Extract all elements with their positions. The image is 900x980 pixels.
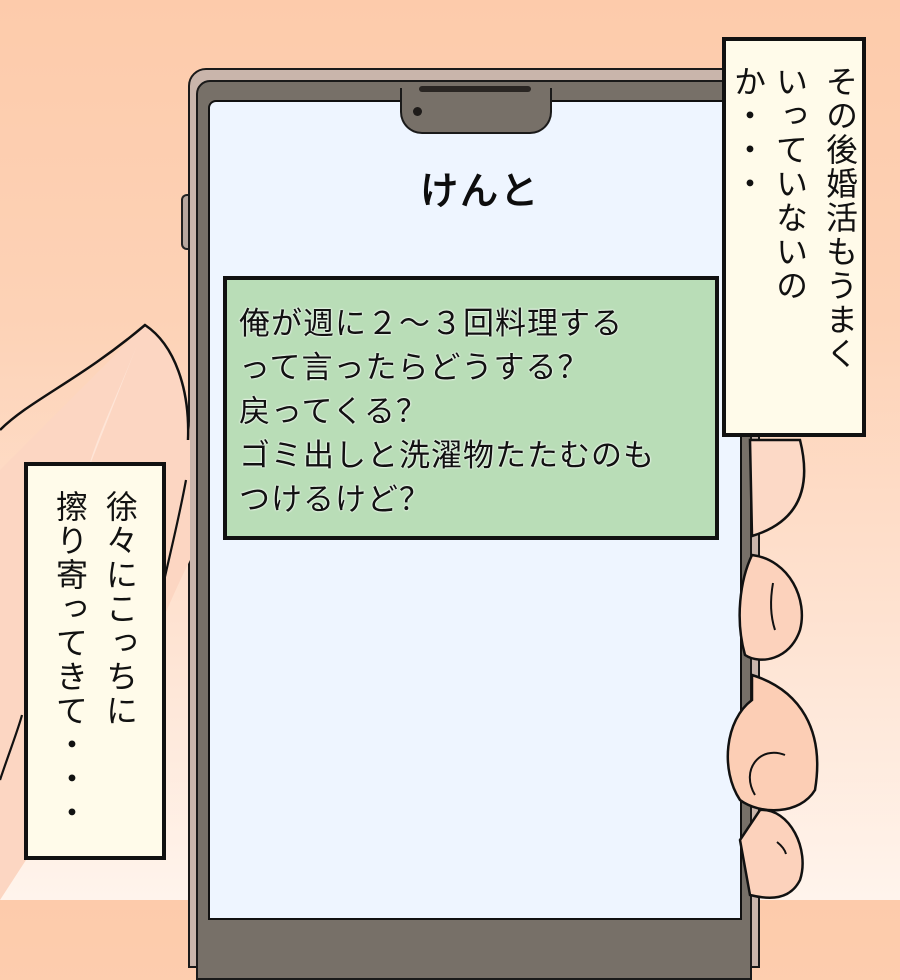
narration-caption-left: 徐々にこっちに 擦り寄ってきて・・・	[24, 462, 166, 860]
caption-column: 擦り寄ってきて・・・	[51, 490, 89, 830]
message-line: 俺が週に２～３回料理する	[239, 306, 623, 342]
front-camera-icon	[413, 107, 422, 116]
chat-contact-name: けんと	[419, 169, 540, 213]
narration-caption-right: その後婚活もうまく いっていないのか・・・	[722, 37, 866, 437]
message-line: ゴミ出しと洗濯物たたむのも	[239, 438, 655, 474]
caption-column: いっていないのか・・・	[729, 65, 809, 303]
message-line: 戻ってくる？	[239, 394, 428, 430]
caption-column: 徐々にこっちに	[101, 490, 139, 728]
caption-column: その後婚活もうまく	[821, 65, 859, 371]
phone-notch	[400, 88, 552, 134]
phone-side-button	[181, 194, 189, 250]
chat-message-bubble: 俺が週に２～３回料理する って言ったらどうする？ 戻ってくる？ ゴミ出しと洗濯物…	[223, 276, 719, 540]
speaker-grille-icon	[419, 86, 531, 92]
comic-panel: けんと 俺が週に２～３回料理する って言ったらどうする？ 戻ってくる？ ゴミ出し…	[0, 37, 866, 980]
message-line: つけるけど？	[239, 482, 431, 518]
message-line: って言ったらどうする？	[239, 350, 590, 386]
